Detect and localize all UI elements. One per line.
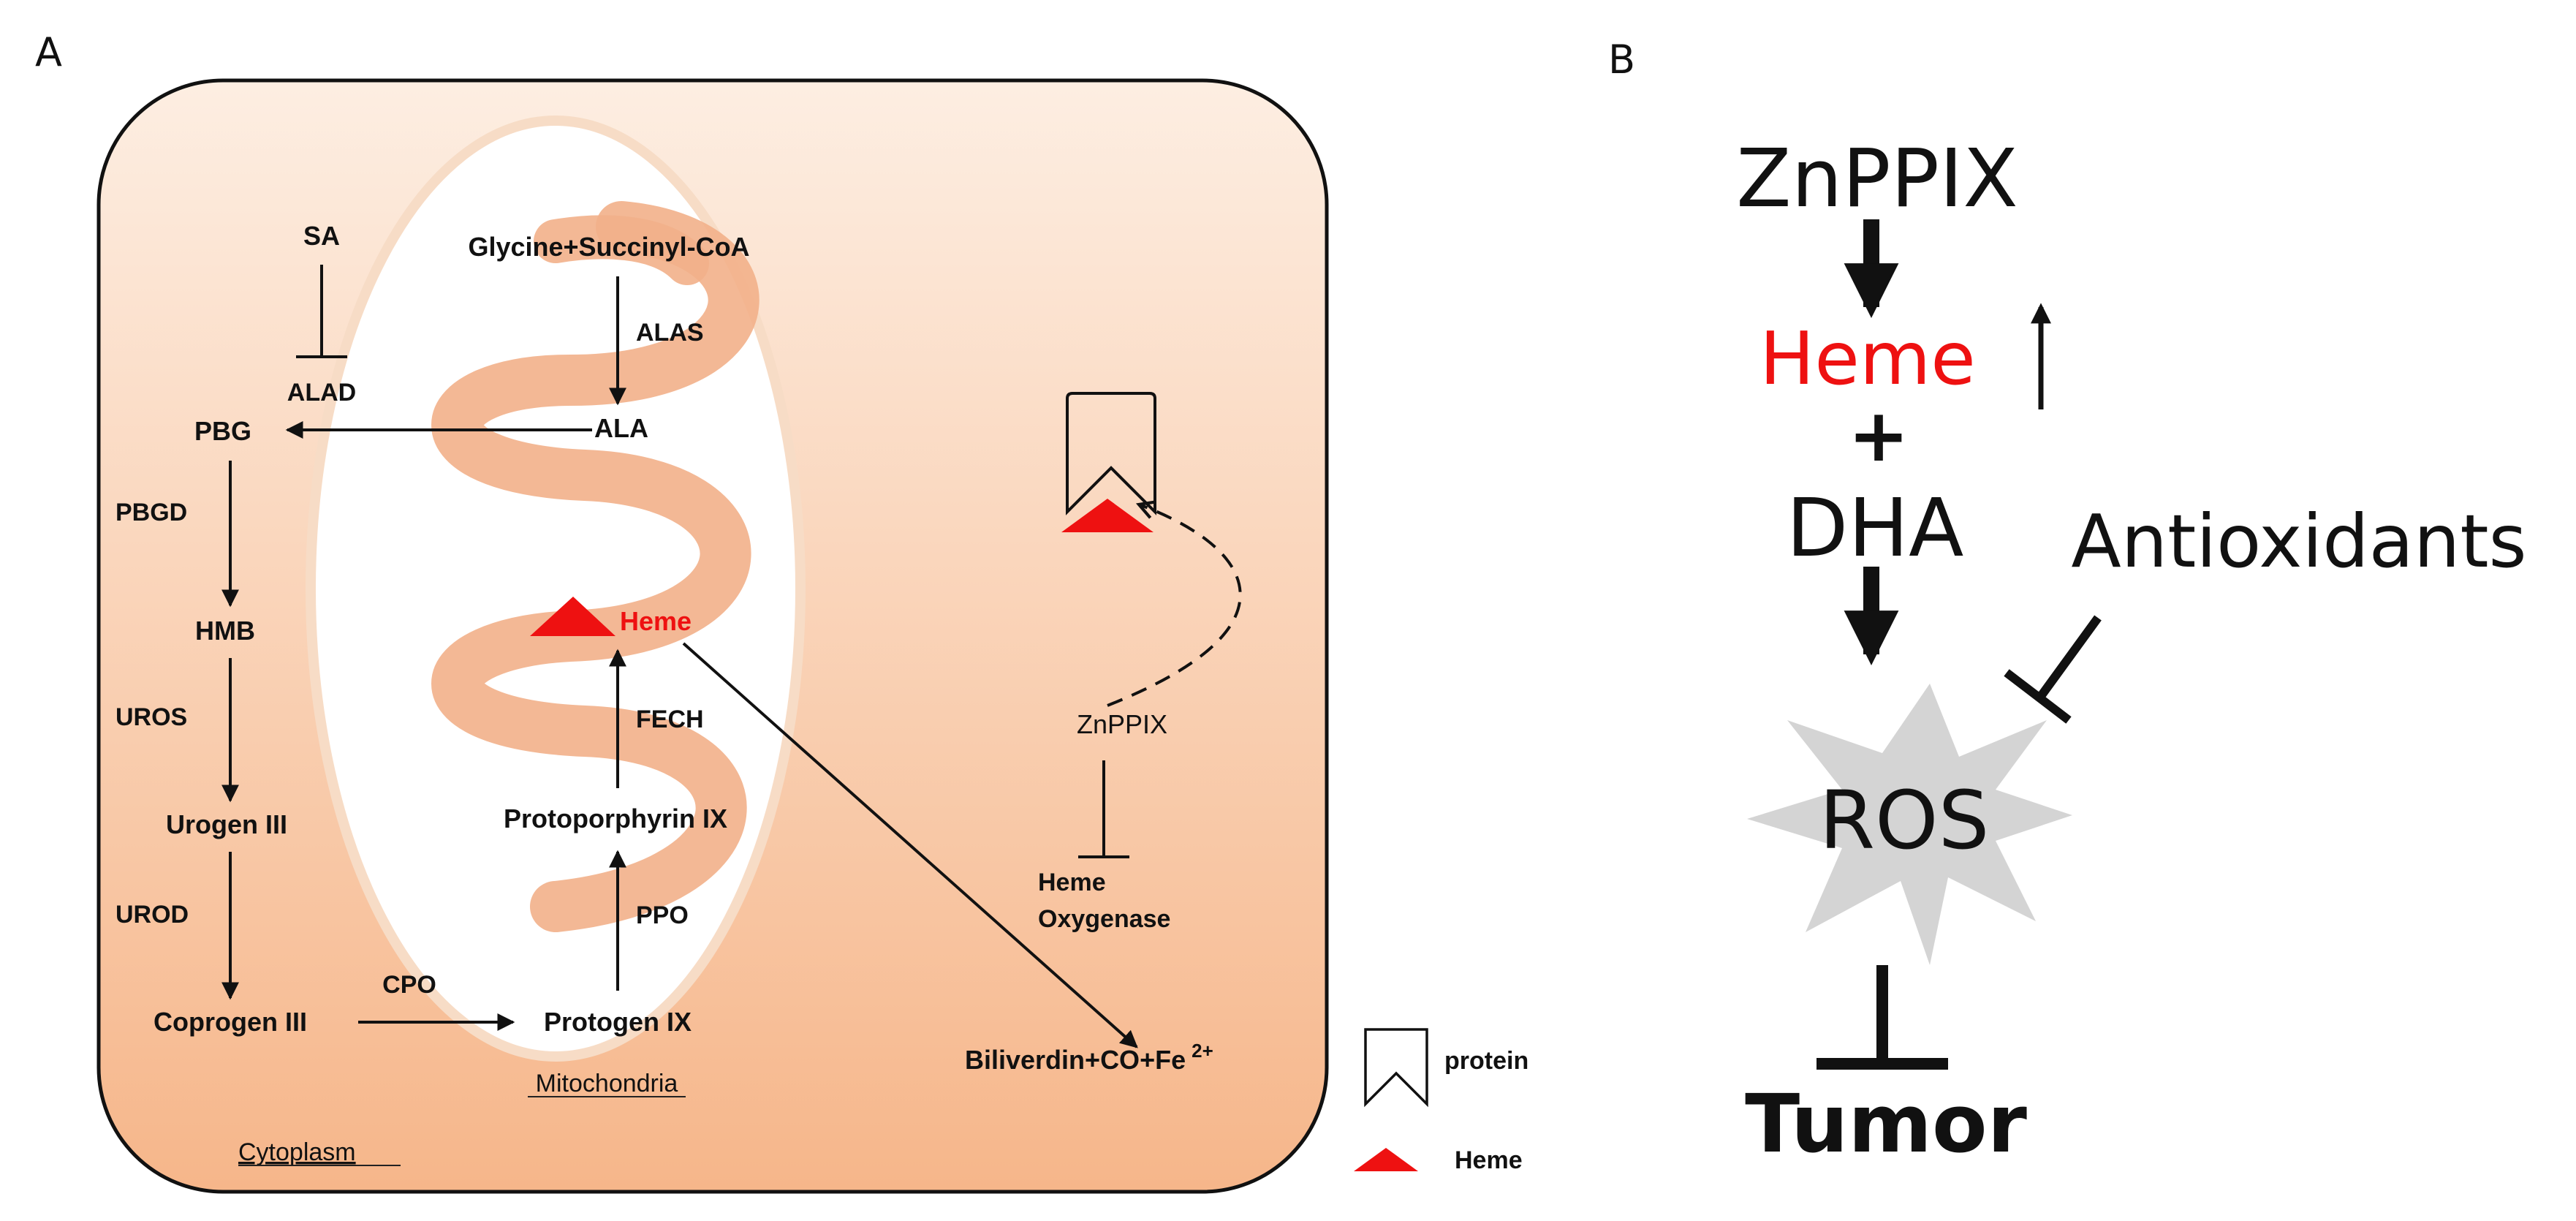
inhibit-antioxidants-ros-bar [2004, 669, 2072, 724]
panel-b: B ZnPPIX Heme + DHA Antioxidants ROS Tum… [1608, 37, 2527, 1171]
mitochondrion-cristae [431, 201, 759, 932]
node-znppix: ZnPPIX [1736, 132, 2018, 225]
node-plus: + [1848, 393, 1909, 478]
znppix-a: ZnPPIX [1077, 709, 1167, 739]
biliverdin-co-fe: Biliverdin+CO+Fe 2+ [965, 1040, 1213, 1075]
legend-protein-label: protein [1444, 1047, 1528, 1075]
enzyme-alas: ALAS [636, 319, 704, 347]
enzyme-ppo: PPO [636, 901, 689, 929]
enzyme-uros: UROS [115, 703, 187, 731]
protein-bound-heme [1061, 392, 1156, 532]
mitochondrion-cristae-top [534, 215, 709, 285]
hmb: HMB [195, 616, 255, 646]
enzyme-pbgd: PBGD [115, 499, 187, 526]
cytoplasm-label: Cytoplasm [238, 1138, 356, 1166]
biliverdin-text: Biliverdin+CO+Fe [965, 1045, 1186, 1075]
glycine-succinyl-coa: Glycine+Succinyl-CoA [468, 232, 749, 262]
node-antioxidants: Antioxidants [2071, 499, 2526, 584]
dashed-znppix-protein [1107, 500, 1242, 707]
mitochondria-label: Mitochondria [536, 1070, 678, 1097]
panel-a: A Cytoplasm Mitochondria Glycine+Succiny… [35, 29, 1528, 1194]
pathway-arrows [221, 265, 1242, 1048]
protogen-ix: Protogen IX [544, 1007, 692, 1037]
enzyme-urod: UROD [115, 901, 189, 929]
sa: SA [303, 221, 340, 251]
protoporphyrin-ix: Protoporphyrin IX [504, 804, 727, 833]
enzyme-heme-oxygenase-line2: Oxygenase [1038, 905, 1170, 933]
protein-shape [1066, 392, 1156, 515]
enzyme-alad: ALAD [287, 379, 356, 407]
legend: protein Heme [1354, 1028, 1528, 1174]
node-dha: DHA [1787, 481, 1964, 575]
enzyme-cpo: CPO [382, 971, 436, 999]
legend-protein-icon [1364, 1028, 1428, 1108]
node-heme: Heme [1759, 316, 1976, 401]
enzyme-heme-oxygenase-line1: Heme [1038, 869, 1106, 896]
heme-mito: Heme [620, 606, 692, 636]
legend-heme-icon [1354, 1148, 1418, 1171]
pbg: PBG [194, 416, 251, 446]
node-tumor: Tumor [1745, 1077, 2027, 1171]
ala: ALA [594, 413, 648, 443]
coprogen-iii: Coprogen III [154, 1007, 307, 1037]
legend-heme-label: Heme [1455, 1146, 1523, 1174]
mitochondrion [306, 116, 806, 1062]
panel-a-letter: A [35, 29, 62, 75]
enzyme-fech: FECH [636, 706, 704, 733]
heme-triangle-bound [1061, 499, 1153, 532]
node-ros: ROS [1819, 774, 1990, 867]
urogen-iii: Urogen III [166, 809, 287, 839]
ros-burst [1747, 684, 2072, 965]
heme-triangle-mito [530, 597, 615, 636]
inhibit-antioxidants-ros [2036, 615, 2102, 701]
fe-superscript: 2+ [1192, 1040, 1213, 1062]
arrow-heme-biliverdin [682, 642, 1138, 1048]
panel-b-letter: B [1608, 37, 1635, 83]
